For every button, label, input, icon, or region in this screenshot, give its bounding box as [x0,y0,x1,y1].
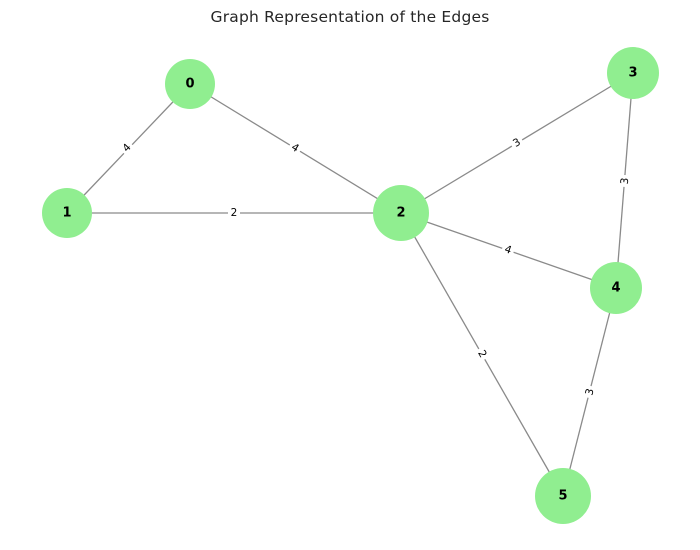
graph-node-5[interactable]: 5 [535,468,591,524]
node-circle[interactable] [607,47,659,99]
edges-layer [66,72,634,497]
node-circle[interactable] [590,262,642,314]
edge-label-backdrop [228,206,240,220]
node-circle[interactable] [535,468,591,524]
node-label: 2 [396,206,405,221]
edge-label-backdrop [500,241,516,259]
node-label: 0 [185,77,194,92]
edge-label-group: 3 [617,174,633,188]
node-circle[interactable] [373,185,429,241]
node-label: 5 [558,489,567,504]
edge-label-group: 4 [117,138,137,158]
edge-label-backdrop [508,133,526,153]
edge-label-group: 2 [228,206,240,220]
node-circle[interactable] [165,59,215,109]
node-label: 4 [611,281,620,296]
edge-weight-label: 3 [583,387,596,396]
node-label: 3 [628,66,637,81]
graph-node-2[interactable]: 2 [373,185,429,241]
edge-weight-label: 2 [231,207,238,219]
edge-label-backdrop [117,138,137,158]
edge-label-backdrop [472,345,492,363]
edge-label-group: 4 [500,241,516,259]
nodes-layer: 0 1 2 3 4 5 [42,47,659,524]
edge-weight-label: 3 [511,136,523,150]
edge-labels-layer: 4 4 2 3 4 2 3 3 [117,133,633,400]
node-label: 1 [62,206,71,221]
graph-node-1[interactable]: 1 [42,188,92,238]
edge-label-group: 2 [472,345,492,363]
edge-weight-label: 3 [619,177,631,185]
graph-node-3[interactable]: 3 [607,47,659,99]
edge-label-backdrop [581,384,599,400]
edge-label-backdrop [286,138,304,158]
edge-label-group: 3 [581,384,599,400]
node-circle[interactable] [42,188,92,238]
graph-node-0[interactable]: 0 [165,59,215,109]
edge-label-group: 3 [508,133,526,153]
graph-node-4[interactable]: 4 [590,262,642,314]
edge-label-backdrop [617,174,633,188]
edge-label-group: 4 [286,138,304,158]
edge-weight-label: 2 [475,348,489,360]
chart-title: Graph Representation of the Edges [210,8,490,26]
edge-weight-label: 4 [503,243,514,257]
